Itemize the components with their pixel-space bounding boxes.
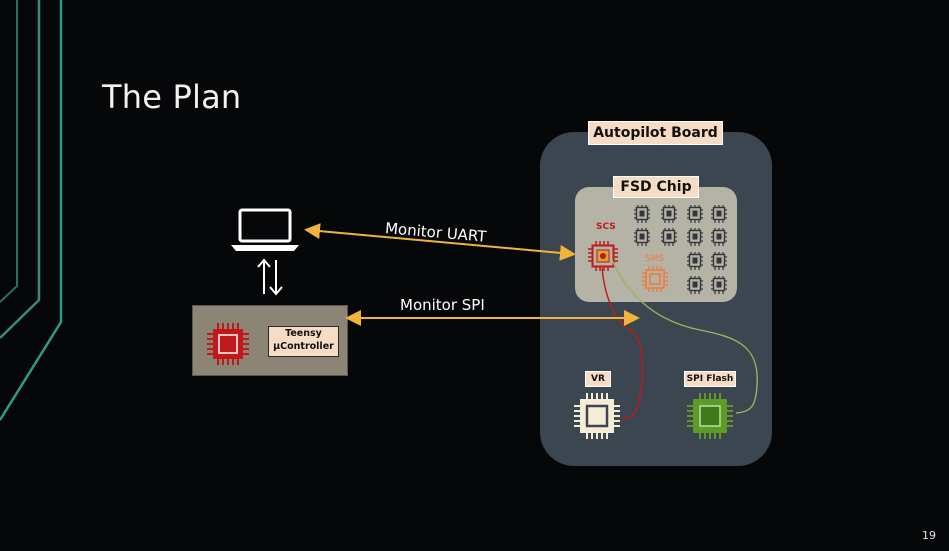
scs-label: SCS — [596, 222, 616, 232]
vr-chip-icon — [574, 393, 620, 439]
teensy-label: Teensy µController — [268, 326, 339, 357]
page-number: 19 — [922, 529, 936, 542]
bidirectional-arrow-icon — [257, 258, 283, 296]
laptop-icon — [231, 208, 299, 251]
teensy-label-line1: Teensy — [285, 328, 322, 339]
sms-label: SMS — [645, 254, 665, 264]
slide-title: The Plan — [102, 78, 242, 116]
fsd-chip-label: FSD Chip — [613, 176, 699, 198]
autopilot-board-label: Autopilot Board — [588, 121, 723, 145]
sms-chip-icon — [642, 266, 668, 292]
teensy-chip-icon — [207, 323, 249, 365]
vr-label: VR — [585, 371, 611, 387]
spi-flash-label: SPI Flash — [684, 371, 736, 387]
scs-chip-icon — [588, 241, 618, 271]
spi-flash-chip-icon — [687, 393, 733, 439]
teensy-label-line2: µController — [273, 341, 334, 352]
monitor-spi-label: Monitor SPI — [400, 296, 485, 314]
